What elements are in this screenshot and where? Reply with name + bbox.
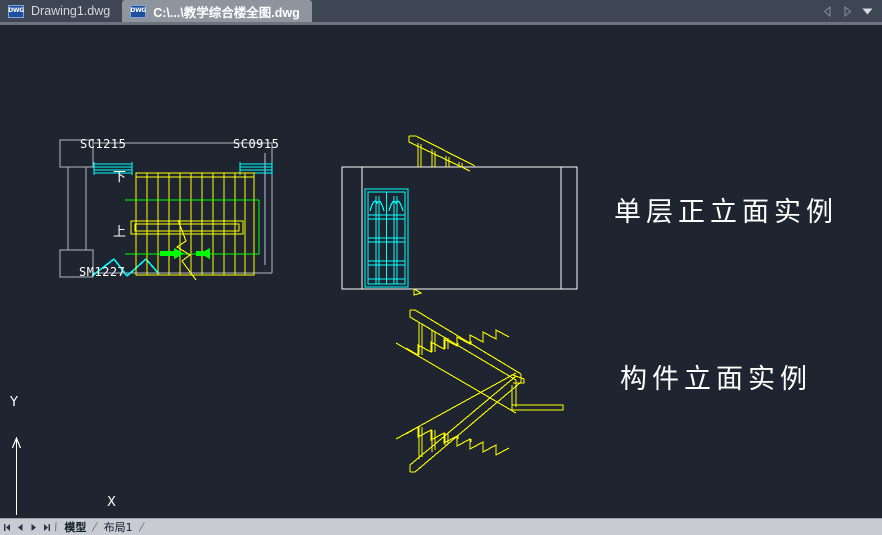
tab-navigation-controls	[822, 0, 882, 22]
plan-centerline-down	[125, 199, 260, 254]
elevation-window	[364, 188, 409, 288]
layout-tab-separator: /	[91, 520, 99, 534]
plan-wall-outline	[59, 139, 273, 278]
first-layout-button-icon[interactable]	[2, 522, 12, 533]
tab-list-dropdown-icon[interactable]	[862, 5, 873, 18]
layout-tab-model[interactable]: 模型	[64, 521, 87, 534]
last-layout-button-icon[interactable]	[41, 522, 51, 533]
elevation-base-marker	[413, 288, 423, 296]
file-tab-drawing1[interactable]: DWG Drawing1.dwg	[0, 0, 123, 22]
plan-break-line	[175, 219, 197, 281]
elevation-railing-top	[408, 135, 476, 172]
tab-bar-spacer	[312, 0, 822, 22]
scroll-tabs-right-icon[interactable]	[842, 5, 853, 18]
dwg-file-icon: DWG	[130, 4, 146, 18]
file-tab-label: C:\...\教学综合楼全图.dwg	[153, 5, 300, 20]
layout-tab-separator: /	[137, 520, 146, 534]
front-elevation-drawing	[341, 135, 578, 296]
layout-tab-separator: \	[51, 520, 60, 534]
file-tab-label: Drawing1.dwg	[31, 4, 111, 18]
plan-direction-arrows	[160, 248, 210, 259]
elevation-wall	[341, 166, 578, 290]
next-layout-button-icon[interactable]	[28, 522, 38, 533]
plan-window-sc1215	[93, 162, 133, 175]
component-elevation-drawing	[395, 309, 564, 473]
prev-layout-button-icon[interactable]	[15, 522, 25, 533]
file-tab-bar: DWG Drawing1.dwg DWG C:\...\教学综合楼全图.dwg	[0, 0, 882, 22]
drawing-canvas[interactable]: SC1215 SC0915 SM1227 下 上 单层正立面实例 构件立面实例 …	[0, 25, 882, 515]
ucs-icon	[11, 436, 22, 515]
scroll-tabs-left-icon[interactable]	[822, 5, 833, 18]
plan-handrail	[130, 220, 244, 235]
dwg-file-icon: DWG	[8, 4, 24, 18]
layout-status-bar: \ 模型 / 布局1 /	[0, 518, 882, 535]
layout-tab-layout1[interactable]: 布局1	[103, 521, 133, 534]
tab-bar-underline	[0, 22, 882, 25]
stair-plan-drawing	[59, 139, 273, 281]
cad-vector-content	[11, 135, 578, 515]
file-tab-active-drawing[interactable]: DWG C:\...\教学综合楼全图.dwg	[122, 0, 312, 22]
plan-window-sc0915	[239, 162, 273, 175]
